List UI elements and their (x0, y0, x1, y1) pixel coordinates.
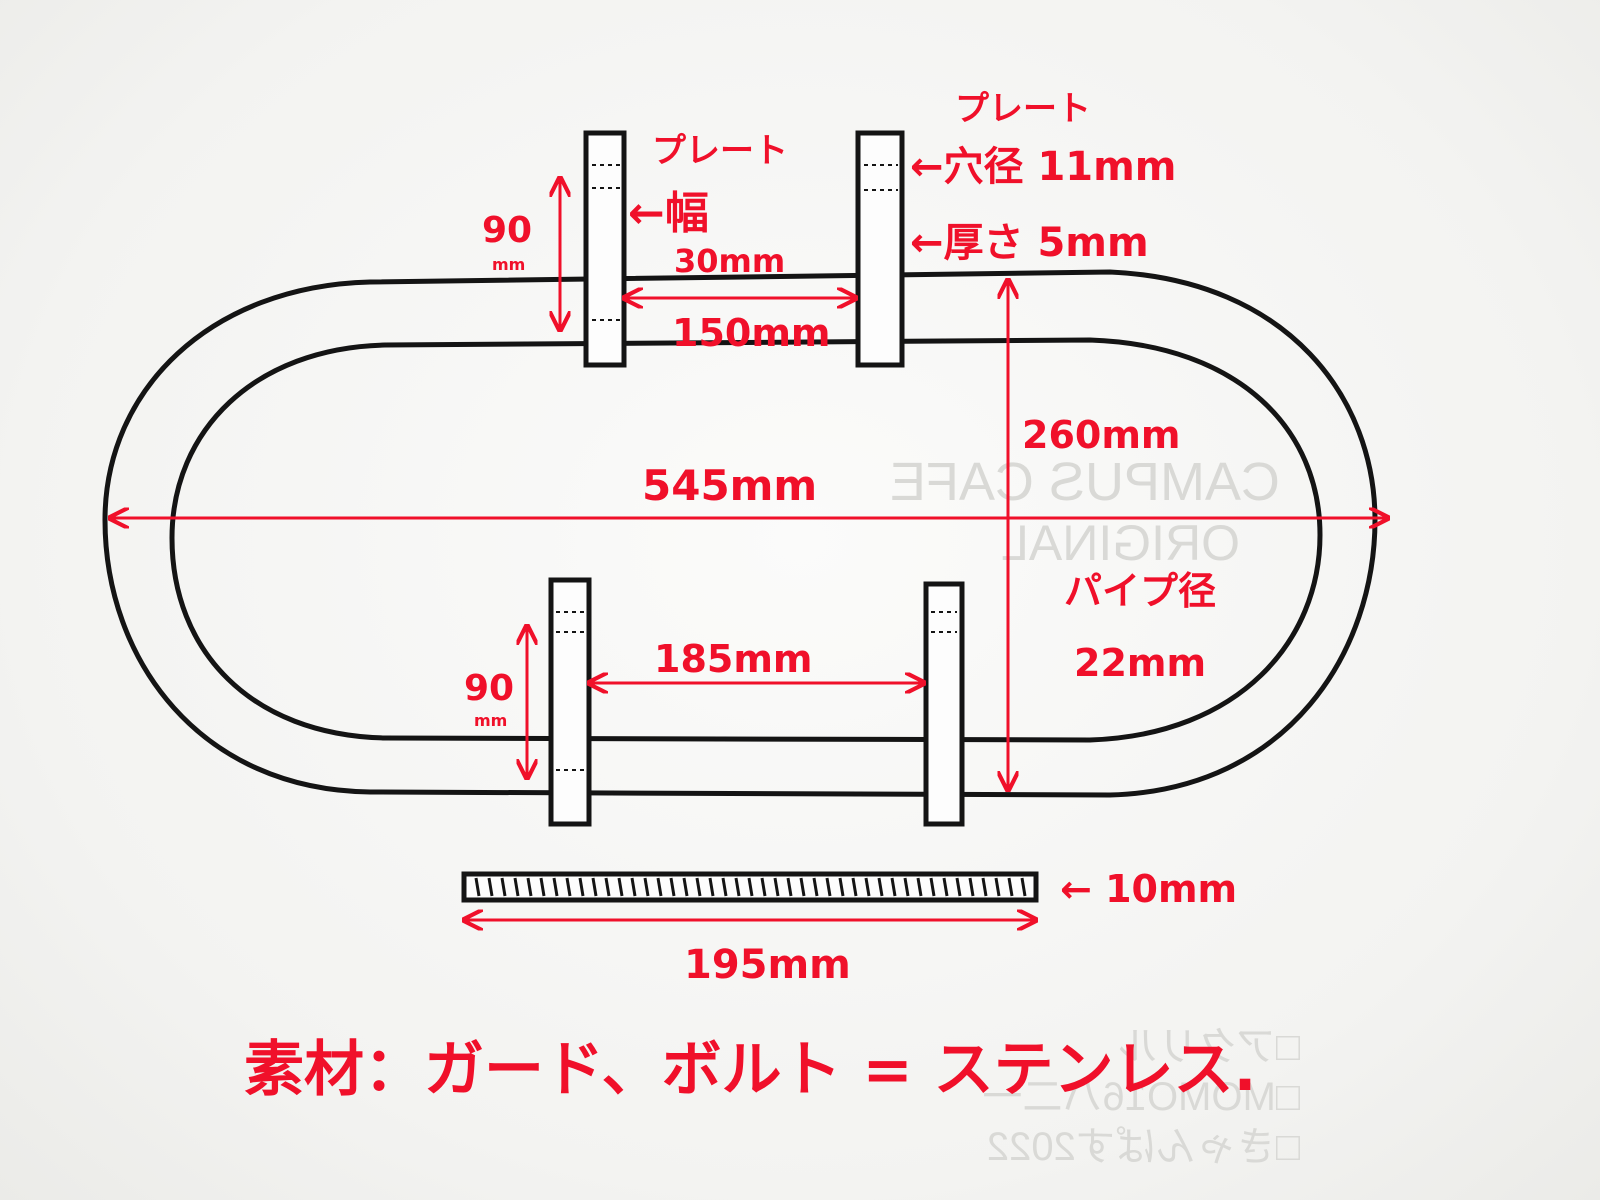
label-bolt-length: 195mm (684, 942, 851, 988)
bolt-thread (604, 877, 611, 897)
bolt-thread (552, 877, 559, 897)
bolt-thread (526, 877, 533, 897)
label-hole-diameter: ←穴径 11mm (910, 144, 1176, 190)
bolt-thread (916, 877, 923, 897)
bolt-thread (968, 877, 975, 897)
bolt-thread (500, 877, 507, 897)
bottom-right-plate (923, 581, 965, 827)
label-top-plate-height: 90 (482, 210, 532, 251)
bolt-thread (682, 877, 689, 897)
label-bolt-thickness: ← 10mm (1060, 867, 1237, 911)
pipe-outer-outline (102, 269, 1378, 798)
label-inner-height: 260mm (1022, 413, 1181, 457)
background-print-list2: □MOMO16ハ二一 (982, 1075, 1300, 1119)
bolt-thread (838, 877, 845, 897)
top-right-plate (855, 130, 905, 368)
bolt-thread (565, 877, 572, 897)
bolt-thread (1007, 877, 1014, 897)
bolt-thread (643, 877, 650, 897)
bolt-thread (994, 877, 1001, 897)
label-width-value: 30mm (674, 242, 785, 280)
pipe-guard (102, 269, 1378, 798)
bolt-thread (578, 877, 585, 897)
bottom-left-plate (548, 577, 592, 827)
bolt-thread (890, 877, 897, 897)
label-total-length: 545mm (642, 461, 817, 510)
bolt (461, 871, 1039, 903)
bolt-thread (630, 877, 637, 897)
dimension-lines (110, 178, 1388, 920)
bolt-thread (864, 877, 871, 897)
bolt-thread (799, 877, 806, 897)
label-bottom-plate-height-unit: mm (474, 711, 507, 730)
label-pipe-diameter-value: 22mm (1074, 641, 1206, 685)
bolt-thread (617, 877, 624, 897)
bolt-thread (591, 877, 598, 897)
label-top-plate-height-unit: mm (492, 255, 525, 274)
label-plate-top-left: プレート (652, 131, 788, 171)
bolt-thread (942, 877, 949, 897)
bolt-thread (656, 877, 663, 897)
bolt-thread (695, 877, 702, 897)
pipe-inner-outline (169, 337, 1323, 743)
bolt-thread (981, 877, 988, 897)
label-material: 素材：ガード、ボルト = ステンレス. (244, 1035, 1256, 1105)
bolt-thread (721, 877, 728, 897)
bolt-thread (1020, 877, 1027, 897)
bolt-thread (786, 877, 793, 897)
label-plate-top-right: プレート (955, 89, 1091, 129)
background-print-list3: □きゃんぱす2022 (987, 1125, 1300, 1169)
top-left-plate (583, 130, 627, 368)
bolt-thread (747, 877, 754, 897)
bolt-thread (513, 877, 520, 897)
annotations: プレート ←幅 30mm プレート ←穴径 11mm ←厚さ 5mm 90 mm… (244, 89, 1256, 1105)
bolt-thread (955, 877, 962, 897)
bolt-thread (487, 877, 494, 897)
label-thickness: ←厚さ 5mm (910, 220, 1149, 266)
label-bottom-plate-height: 90 (464, 668, 514, 709)
bolt-thread (734, 877, 741, 897)
bolt-thread (773, 877, 780, 897)
background-print-list1: □アクリル (1118, 1025, 1300, 1069)
bolt-thread (903, 877, 910, 897)
bolt-thread (812, 877, 819, 897)
bolt-thread (474, 877, 481, 897)
label-pipe-diameter: パイプ径 (1064, 569, 1216, 613)
bolt-thread (929, 877, 936, 897)
bolt-thread (760, 877, 767, 897)
background-print-line1: CAMPUS CAFE (890, 452, 1280, 512)
label-bottom-spacing: 185mm (654, 637, 813, 681)
bolt-thread (825, 877, 832, 897)
label-width: ←幅 (628, 188, 709, 239)
label-top-spacing: 150mm (672, 311, 831, 355)
background-print-line2: ORIGINAL (1001, 515, 1240, 571)
bolt-thread (669, 877, 676, 897)
bolt-thread (539, 877, 546, 897)
bolt-thread (851, 877, 858, 897)
bolt-thread (708, 877, 715, 897)
bolt-thread (877, 877, 884, 897)
